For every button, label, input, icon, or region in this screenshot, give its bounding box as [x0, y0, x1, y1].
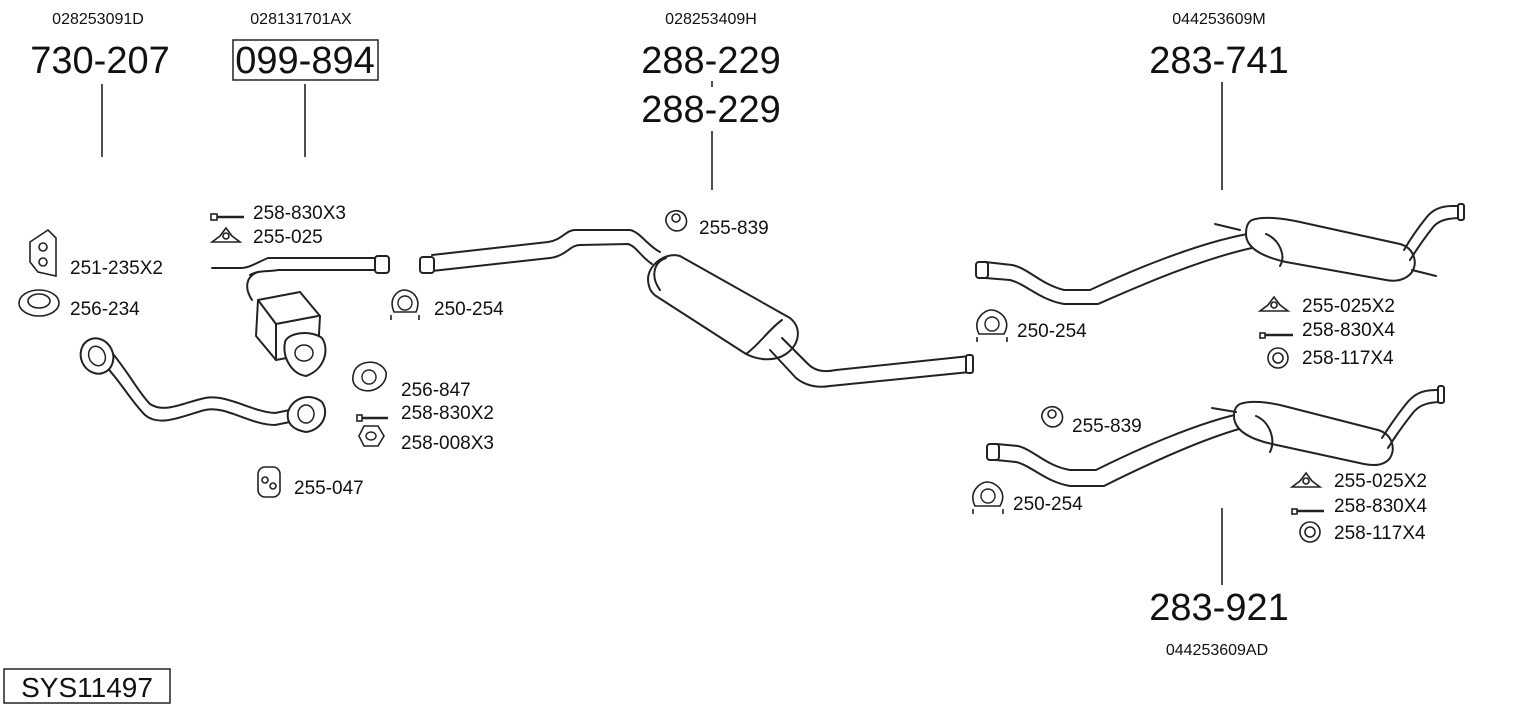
clamp-icon: [972, 481, 1004, 514]
accessory-label[interactable]: 250-254: [1013, 494, 1083, 515]
hanger-icon: [1257, 295, 1291, 312]
middle-silencer-drawing: [419, 229, 974, 388]
oem-number-283-921: 044253609AD: [1166, 642, 1268, 659]
part-number-730-207[interactable]: 730-207: [30, 40, 169, 82]
accessory-label[interactable]: 255-047: [294, 478, 364, 499]
washer-icon: [1267, 347, 1289, 369]
bolt-icon: [1259, 332, 1293, 339]
bolt-icon: [1291, 508, 1324, 515]
part-number-288-229-bottom[interactable]: 288-229: [641, 89, 780, 131]
accessory-label[interactable]: 258-830X4: [1302, 320, 1395, 341]
accessory-label[interactable]: 255-839: [699, 218, 769, 239]
system-id: SYS11497: [21, 672, 153, 703]
accessory-label[interactable]: 255-025X2: [1334, 471, 1427, 492]
accessory-label[interactable]: 258-008X3: [401, 433, 494, 454]
rubber-mount-icon: [257, 466, 281, 498]
bolt-icon: [356, 414, 388, 422]
oem-number-730-207: 028253091D: [52, 11, 144, 28]
accessory-label[interactable]: 256-847: [401, 380, 471, 401]
part-number-099-894[interactable]: 099-894: [235, 40, 374, 82]
accessory-label[interactable]: 258-117X4: [1334, 523, 1426, 544]
accessory-label[interactable]: 258-830X4: [1334, 496, 1427, 517]
bolt-icon: [210, 213, 244, 221]
oem-number-099-894: 028131701AX: [250, 11, 352, 28]
hanger-icon: [1289, 471, 1323, 488]
washer-icon: [1299, 521, 1321, 543]
part-number-highlight-box: [232, 39, 379, 81]
gasket-ring-icon: [18, 289, 60, 317]
accessory-label[interactable]: 256-234: [70, 299, 140, 320]
rubber-mount-icon: [1041, 406, 1064, 428]
accessory-label[interactable]: 250-254: [434, 299, 504, 320]
oem-number-288-229: 028253409H: [665, 11, 757, 28]
accessory-label[interactable]: 258-830X3: [253, 203, 346, 224]
accessory-label[interactable]: 258-830X2: [401, 403, 494, 424]
rear-silencer-upper-drawing: [975, 203, 1465, 305]
part-number-283-741[interactable]: 283-741: [1149, 40, 1288, 82]
hanger-icon: [209, 226, 243, 243]
accessory-label[interactable]: 255-839: [1072, 416, 1142, 437]
system-id-box: [3, 668, 171, 704]
rubber-mount-icon: [665, 210, 688, 232]
nut-icon: [358, 425, 385, 447]
accessory-label[interactable]: 250-254: [1017, 321, 1087, 342]
part-number-288-229-top[interactable]: 288-229: [641, 40, 780, 82]
accessory-label[interactable]: 255-025: [253, 227, 323, 248]
clamp-icon: [976, 309, 1008, 342]
flange-gasket-icon: [352, 361, 387, 392]
clamp-icon: [390, 289, 420, 320]
rear-silencer-lower-drawing: [986, 385, 1445, 487]
oem-number-283-741: 044253609M: [1172, 11, 1265, 28]
accessory-label[interactable]: 255-025X2: [1302, 296, 1395, 317]
catalytic-converter-drawing: [211, 255, 390, 377]
bracket-icon: [29, 228, 57, 277]
accessory-label[interactable]: 251-235X2: [70, 258, 163, 279]
front-pipe-drawing: [79, 337, 327, 433]
accessory-label[interactable]: 258-117X4: [1302, 348, 1394, 369]
part-number-283-921[interactable]: 283-921: [1149, 587, 1288, 629]
